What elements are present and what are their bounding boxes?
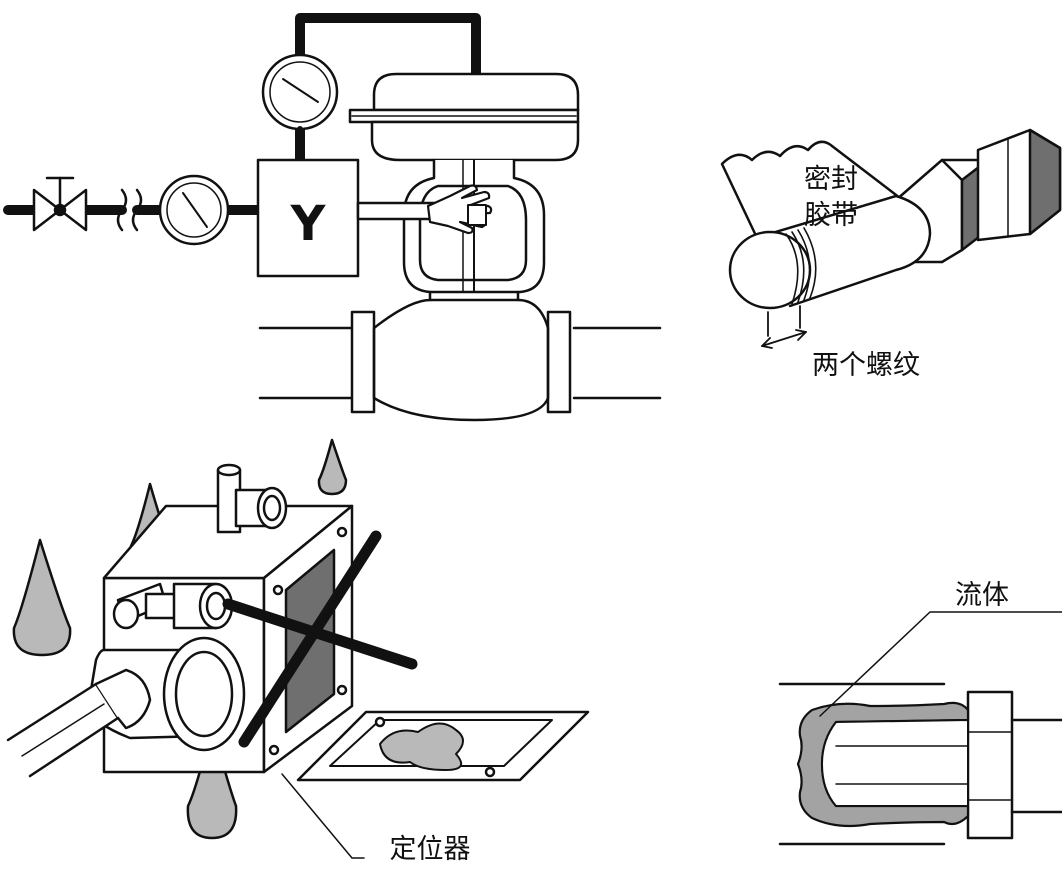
positioner-box: Y <box>256 158 360 278</box>
upper-pressure-gauge <box>261 53 339 163</box>
process-pipe <box>258 326 662 400</box>
control-valve-assembly: Y <box>3 13 662 422</box>
sealing-tape-diagram: 密封 胶带 两个螺纹 <box>720 128 1062 381</box>
top-port-fitting <box>216 463 288 534</box>
positioner-wet-diagram: 定位器 <box>6 438 590 865</box>
fluid-label: 流体 <box>955 580 1009 611</box>
cable-conduit <box>6 668 152 778</box>
fitting-hex <box>966 690 1014 840</box>
prohibited-x-icon <box>222 530 418 748</box>
two-threads-label: 两个螺纹 <box>812 350 920 381</box>
threaded-pipe-end <box>728 194 932 310</box>
shutoff-valve-icon <box>32 176 88 232</box>
sealing-tape-label-line2: 胶带 <box>804 200 858 231</box>
thread-dimension <box>761 305 807 349</box>
pipe-fitting <box>894 128 1062 264</box>
positioner-letter: Y <box>290 196 327 252</box>
fluid-leader-line <box>819 611 1062 717</box>
front-port-fittings <box>112 582 234 630</box>
supply-pressure-gauge <box>158 174 230 246</box>
actuator-diaphragm <box>348 72 580 162</box>
mounting-plate <box>296 710 590 782</box>
fluid-region <box>796 701 970 828</box>
sealing-tape-label-line1: 密封 <box>804 164 858 195</box>
positioner-leader-line <box>281 773 365 859</box>
fluid-thread-diagram: 流体 <box>778 580 1062 846</box>
air-supply-line <box>3 188 263 232</box>
positioner-label: 定位器 <box>390 834 471 865</box>
valve-body <box>350 290 572 422</box>
male-fitting <box>821 719 969 807</box>
positioner-gauge-cylinder <box>86 636 246 752</box>
hand-icon <box>426 184 493 235</box>
